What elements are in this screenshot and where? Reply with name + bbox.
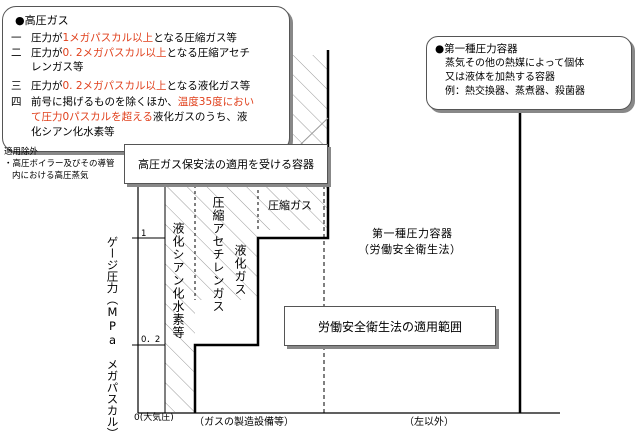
item-text-part: となる圧縮ガス等 — [153, 32, 237, 44]
item-text-highlight: 温度35度におい — [177, 96, 255, 108]
item-text-highlight: 1メガパスカル以上 — [62, 32, 154, 44]
definition-item-2: 二 圧力が0. 2メガパスカル以上となる圧縮アセチ レンガス等 — [11, 45, 287, 75]
item-number: 一 — [11, 32, 22, 44]
item-text: 圧力が1メガパスカル以上となる圧縮ガス等 — [31, 30, 237, 45]
label-compressed-acetylene: 圧縮アセチレンガス — [211, 196, 225, 313]
item-text: 前号に掲げるものを除くほか、温度35度におい — [31, 94, 254, 109]
hp-gas-law-box: 高圧ガス保安法の適用を受ける容器 — [124, 144, 328, 184]
tick-label-0-2: 0．2 — [141, 335, 161, 345]
label-liquefied-gas: 液化ガス — [233, 244, 247, 296]
item-text: 圧力が0. 2メガパスカル以上となる液化ガス等 — [31, 78, 250, 93]
item-text-highlight: 0. 2メガパスカル以上 — [62, 47, 167, 59]
item-text-part: 圧力が — [31, 32, 63, 44]
exclusion-line-2: 内における高圧蒸気 — [12, 171, 89, 181]
hp-gas-law-text: 高圧ガス保安法の適用を受ける容器 — [138, 158, 314, 171]
item-number: 二 — [11, 47, 22, 59]
exclusion-line-1: ・高圧ボイラー及びその導管 — [4, 159, 115, 169]
x-label-other: （左以外） — [404, 417, 454, 428]
item-text-part: 前号に掲げるものを除くほか、 — [31, 96, 178, 108]
item-text-continued: て圧力0パスカルを超える液化ガスのうち、液 — [31, 109, 247, 124]
item-text-part: 圧力が — [31, 80, 63, 92]
first-class-line-2: 又は液体を加熱する容器 — [445, 72, 555, 83]
first-class-line-3: 例：熱交換器、蒸煮器、殺菌器 — [445, 86, 585, 97]
x-label-gas-facility: （ガスの製造設備等） — [194, 417, 294, 428]
item-number: 三 — [11, 80, 22, 92]
label-liquefied-hcn: 液化シアン化水素等 — [171, 222, 185, 339]
ishl-scope-box: 労働安全衛生法の適用範囲 — [284, 306, 496, 346]
item-text-part: 圧力が — [31, 47, 63, 59]
definition-item-4: 四 前号に掲げるものを除くほか、温度35度におい て圧力0パスカルを超える液化ガ… — [11, 94, 287, 140]
item-text-part: となる液化ガス等 — [166, 80, 251, 92]
item-text-highlight: て圧力0パスカルを超える — [31, 111, 153, 123]
tick-label-0: 0(大気圧) — [134, 413, 174, 423]
first-class-vessel-box: ●第一種圧力容器 蒸気その他の熱媒によって個体 又は液体を加熱する容器 例：熱交… — [426, 36, 632, 110]
ishl-scope-text: 労働安全衛生法の適用範囲 — [317, 319, 462, 334]
first-class-heading: ●第一種圧力容器 — [435, 43, 518, 55]
exclusion-title: 適用除外 — [4, 147, 39, 157]
hatch-extra — [299, 117, 329, 146]
high-pressure-gas-definition-box: ●高圧ガス 一 圧力が1メガパスカル以上となる圧縮ガス等 二 圧力が0. 2メガ… — [2, 6, 290, 152]
item-text-part: となる圧縮アセチ — [166, 47, 251, 59]
item-number: 四 — [11, 96, 22, 108]
definition-item-3: 三 圧力が0. 2メガパスカル以上となる液化ガス等 — [11, 78, 287, 94]
label-ishl: （労働安全衛生法） — [358, 243, 462, 256]
label-compressed-gas: 圧縮ガス — [268, 199, 312, 212]
item-text-highlight: 0. 2メガパスカル以上 — [62, 80, 167, 92]
label-first-class-vessel: 第一種圧力容器 — [372, 227, 453, 240]
first-class-line-1: 蒸気その他の熱媒によって個体 — [445, 58, 585, 69]
item-text-continued: 化シアン化水素等 — [31, 126, 115, 138]
tick-label-1: 1 — [141, 229, 147, 239]
definition-heading: ●高圧ガス — [15, 14, 69, 27]
item-text-part: 液化ガスのうち、液 — [152, 111, 248, 123]
boundary-step-line — [193, 50, 330, 413]
y-axis-label: ゲージ圧力（MPa メガパスカル） — [105, 236, 120, 439]
item-text: 圧力が0. 2メガパスカル以上となる圧縮アセチ — [31, 45, 250, 60]
definition-item-1: 一 圧力が1メガパスカル以上となる圧縮ガス等 — [11, 30, 287, 46]
item-text-continued: レンガス等 — [31, 61, 84, 73]
